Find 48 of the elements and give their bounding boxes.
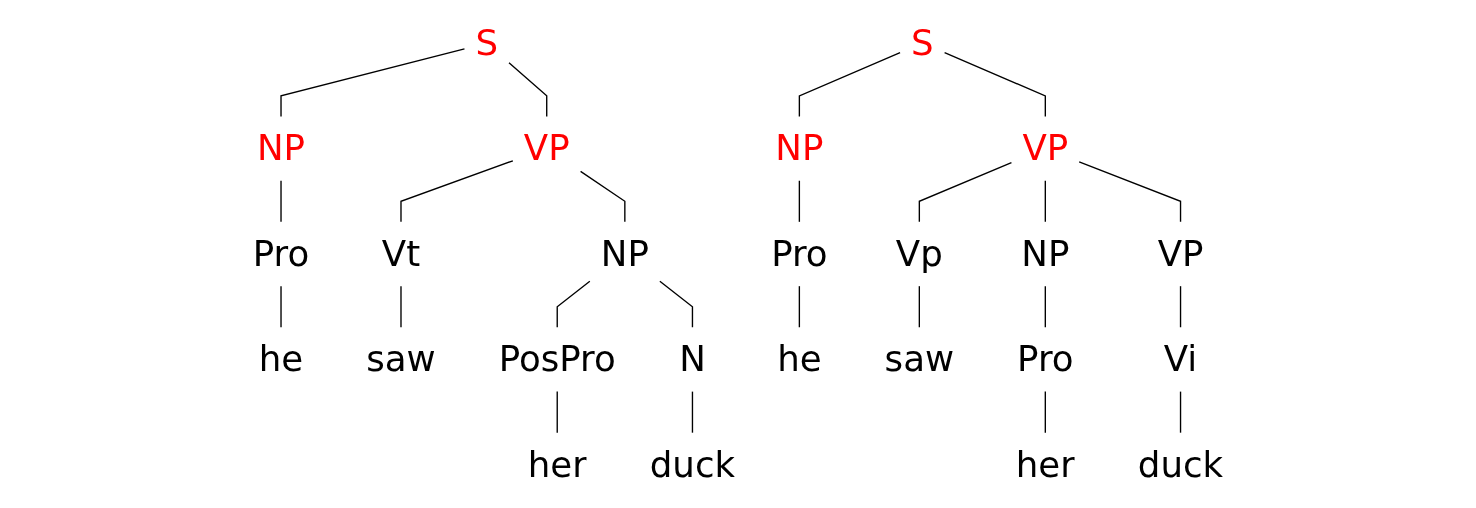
node-text: NP	[775, 127, 824, 169]
connector	[1179, 390, 1182, 434]
connector	[1078, 161, 1182, 223]
node-text: NP	[256, 127, 306, 169]
connector	[1044, 390, 1046, 434]
node-text: Vt	[381, 232, 421, 274]
node-text: VP	[1157, 232, 1204, 274]
node-text: her	[1015, 443, 1075, 485]
connector	[943, 52, 1046, 118]
connector	[798, 285, 801, 328]
node-text: NP	[1021, 232, 1070, 274]
node-text: Pro	[771, 232, 828, 274]
connector	[280, 285, 282, 328]
node-text: S	[911, 21, 934, 63]
connector	[1044, 285, 1046, 328]
connector	[1179, 285, 1182, 328]
connector	[579, 170, 626, 223]
connector	[400, 160, 514, 223]
node-text: Pro	[1017, 338, 1074, 380]
node-text: VP	[523, 127, 570, 169]
node-text: duck	[649, 443, 736, 485]
connector	[659, 280, 694, 328]
connector	[1044, 180, 1046, 223]
node-text: he	[777, 338, 822, 380]
node-text: PosPro	[498, 338, 616, 380]
node-text: S	[475, 21, 499, 63]
node-text: NP	[600, 232, 649, 274]
node-text: VP	[1022, 127, 1069, 169]
connector	[691, 390, 694, 434]
node-text: Pro	[252, 232, 310, 274]
connector	[798, 180, 801, 223]
connector	[918, 285, 921, 328]
node-text: he	[258, 338, 304, 380]
node-text: duck	[1137, 443, 1224, 485]
connector	[798, 52, 901, 118]
node-text: saw	[366, 338, 436, 380]
node-text: her	[527, 443, 587, 485]
connector	[280, 48, 466, 118]
connector	[280, 180, 282, 223]
node-text: N	[679, 338, 706, 380]
node-text: Vi	[1163, 338, 1198, 380]
node-text: Vp	[895, 232, 943, 274]
node-text: saw	[884, 338, 955, 380]
connector	[918, 162, 1013, 223]
connector	[556, 390, 558, 434]
connector	[556, 280, 591, 328]
connector	[400, 285, 402, 328]
connector	[508, 62, 548, 118]
